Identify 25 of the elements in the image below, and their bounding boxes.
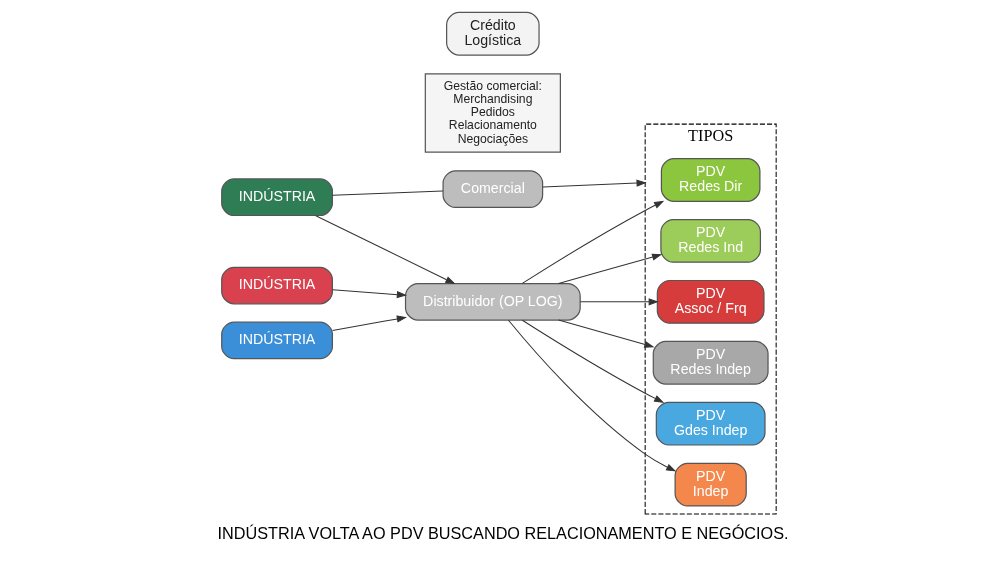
- node-box: PDV Redes Ind: [660, 218, 761, 263]
- arrow: [579, 298, 659, 306]
- node-box: Crédito Logística: [446, 11, 540, 56]
- arrow: [508, 319, 677, 472]
- arrow: [332, 315, 407, 332]
- arrow: [315, 215, 456, 285]
- arrow: [542, 179, 647, 188]
- node-box: INDÚSTRIA: [221, 178, 334, 217]
- caption: INDÚSTRIA VOLTA AO PDV BUSCANDO RELACIONAMENTO E NEGÓCIOS.: [217, 524, 789, 543]
- node-box: Distribuidor (OP LOG): [404, 282, 581, 321]
- arrow: [558, 319, 655, 348]
- node-box: PDV Redes Dir: [660, 158, 761, 202]
- node-box: PDV Assoc / Frq: [656, 279, 765, 324]
- node-box: PDV Indep: [674, 462, 747, 507]
- node-box: INDÚSTRIA: [221, 321, 334, 360]
- node-box: PDV Redes Indep: [652, 340, 769, 385]
- arrow: [558, 253, 663, 285]
- node-box: Gestão comercial: Merchandising Pedidos Relacionamento Negociações: [424, 73, 561, 153]
- node-box: INDÚSTRIA: [221, 266, 334, 305]
- connector: [332, 190, 444, 196]
- arrow: [521, 200, 665, 284]
- arrow: [332, 289, 407, 299]
- node-box: PDV Gdes Indep: [655, 401, 766, 446]
- arrow: [521, 319, 665, 403]
- node-box: Comercial: [442, 170, 544, 208]
